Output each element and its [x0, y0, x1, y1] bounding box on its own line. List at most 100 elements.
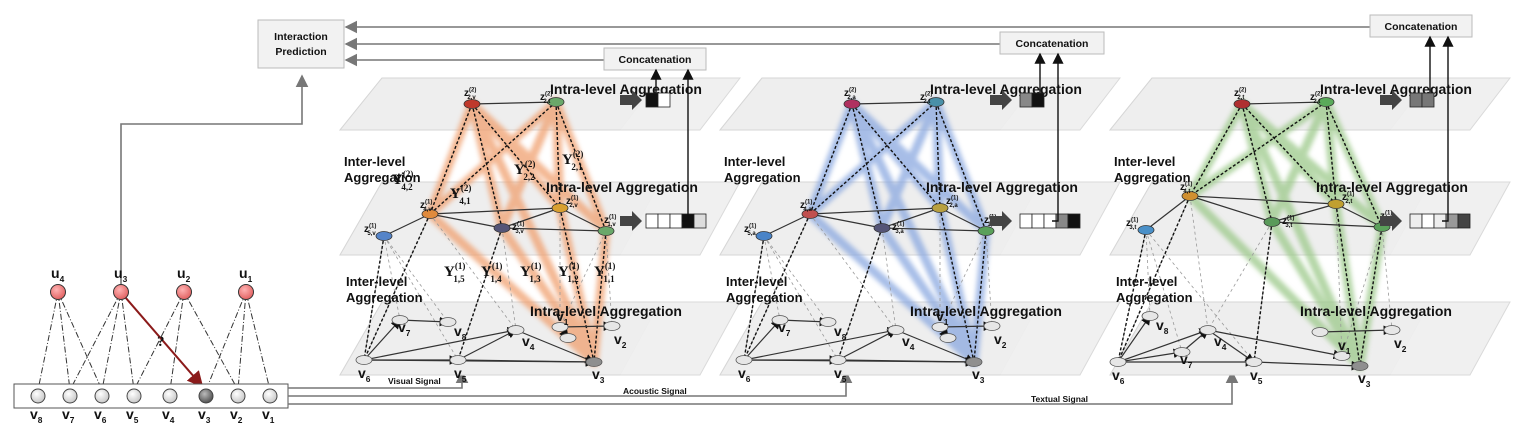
- feature-vector-top: [1031, 92, 1045, 108]
- bottom-node: [551, 322, 569, 332]
- bottom-node: [771, 315, 789, 325]
- bottom-node-label: v2: [994, 331, 1007, 350]
- bottom-plane-ext: [1109, 301, 1511, 376]
- inter-level-aggregation-upper: Inter-level: [1114, 154, 1175, 169]
- user-label: u4: [51, 265, 65, 284]
- user-label: u2: [177, 265, 191, 284]
- top-node: [463, 99, 481, 109]
- bottom-node-label: v4: [522, 333, 535, 352]
- bottom-node-label: v8: [1156, 317, 1169, 336]
- block-arrow-icon: [1380, 90, 1402, 110]
- item-label: v4: [162, 406, 175, 425]
- bottom-node-label: v8: [834, 323, 847, 342]
- inter-level-aggregation-lower: Aggregation: [1116, 290, 1193, 305]
- feature-vector-mid: [1421, 213, 1435, 229]
- z-label-top: z(2)2,t: [920, 92, 932, 106]
- bottom-node: [829, 355, 847, 365]
- top-node: [1233, 99, 1251, 109]
- block-arrow-icon: [1380, 211, 1402, 231]
- z-label-mid: z(1)3,t: [1126, 218, 1138, 232]
- z-label-mid: z(1)4,a: [800, 200, 812, 214]
- gamma-label: Υ(2)2,1: [562, 149, 583, 172]
- user-node: [176, 284, 192, 300]
- bottom-node: [1311, 327, 1329, 337]
- z-label-top: z(2)2,t: [1310, 92, 1322, 106]
- intra-level-edges: [1117, 101, 1394, 371]
- feature-vector-mid: [693, 213, 707, 229]
- feature-vector-mid: [1067, 213, 1081, 229]
- item-node: [30, 388, 46, 404]
- item-label: v2: [230, 406, 243, 425]
- intra-level-aggregation-mid: Intra-level Aggregation: [1316, 179, 1468, 195]
- gamma-label: Υ(1)1,2: [558, 261, 579, 284]
- bottom-node-label: v3: [1358, 370, 1371, 389]
- interaction-prediction-box: Interaction Prediction: [257, 19, 345, 69]
- top-node: [1317, 97, 1335, 107]
- bottom-node: [1245, 357, 1263, 367]
- feature-vector-mid: [1019, 213, 1033, 229]
- z-label-mid: z(1)1,v: [604, 215, 616, 229]
- bottom-node-label: v2: [1394, 335, 1407, 354]
- bottom-node: [983, 321, 1001, 331]
- z-label-mid: z(1)3,v: [512, 222, 524, 236]
- bottom-node-label: v6: [1112, 367, 1125, 386]
- item-node: [62, 388, 78, 404]
- graph-nodes: [735, 97, 1001, 367]
- intra-level-edges: [743, 101, 994, 367]
- item-label: v3: [198, 406, 211, 425]
- gamma-label: Υ(1)1,3: [520, 261, 541, 284]
- bottom-node: [585, 357, 603, 367]
- middle-node: [551, 203, 569, 213]
- gamma-label: Υ(1)1,5: [444, 261, 465, 284]
- middle-node: [597, 226, 615, 236]
- bottom-node: [449, 355, 467, 365]
- bottom-node: [931, 322, 949, 332]
- item-node: [126, 388, 142, 404]
- item-node: [198, 388, 214, 404]
- bottom-node: [939, 333, 957, 343]
- bottom-node-label: v6: [738, 365, 751, 384]
- item-node: [94, 388, 110, 404]
- block-arrow-icon: [620, 90, 642, 110]
- inter-level-aggregation-upper: Inter-level: [724, 154, 785, 169]
- bottom-node-label: v3: [972, 366, 985, 385]
- feature-vector-mid: [1031, 213, 1045, 229]
- bottom-node-label: v5: [454, 365, 467, 384]
- bottom-node: [439, 317, 457, 327]
- bottom-node-label: v1: [936, 308, 949, 327]
- bottom-node: [603, 321, 621, 331]
- middle-node: [1137, 225, 1155, 235]
- item-label: v8: [30, 406, 43, 425]
- inter-level-aggregation-lower: Inter-level: [346, 274, 407, 289]
- z-label-top: z(2)2,v: [464, 88, 476, 102]
- z-label-mid: z(1)2,t: [1342, 192, 1354, 206]
- middle-node: [931, 203, 949, 213]
- interaction-prediction-line2: Prediction: [275, 46, 326, 58]
- bottom-node-label: v4: [1214, 333, 1227, 352]
- block-arrow-icon: [620, 211, 642, 231]
- middle-node: [1181, 191, 1199, 201]
- top-node: [547, 97, 565, 107]
- middle-node: [1263, 217, 1281, 227]
- middle-node: [493, 223, 511, 233]
- concatenation-label: Concatenation: [619, 54, 692, 66]
- top-node: [927, 97, 945, 107]
- bottom-node: [1351, 361, 1369, 371]
- gamma-label: Υ(2)2,2: [514, 159, 535, 182]
- bottom-node-label: v7: [398, 319, 411, 338]
- top-plane-ext: [1108, 77, 1512, 131]
- feature-vector-mid: [1457, 213, 1471, 229]
- bottom-node: [1109, 357, 1127, 367]
- top-plane-ext: [338, 77, 742, 131]
- bottom-node: [559, 333, 577, 343]
- bottom-node-label: v5: [1250, 367, 1263, 386]
- z-label-top: z(2)2,a: [844, 88, 856, 102]
- bottom-node-label: v6: [358, 365, 371, 384]
- z-label-mid: z(1)2,v: [566, 196, 578, 210]
- feature-vector-mid: [645, 213, 659, 229]
- z-label-mid: z(1)4,t: [1180, 182, 1192, 196]
- z-label-mid: z(1)4,v: [420, 200, 432, 214]
- z-label-top: z(2)2,t: [1234, 88, 1246, 102]
- bottom-node: [965, 357, 983, 367]
